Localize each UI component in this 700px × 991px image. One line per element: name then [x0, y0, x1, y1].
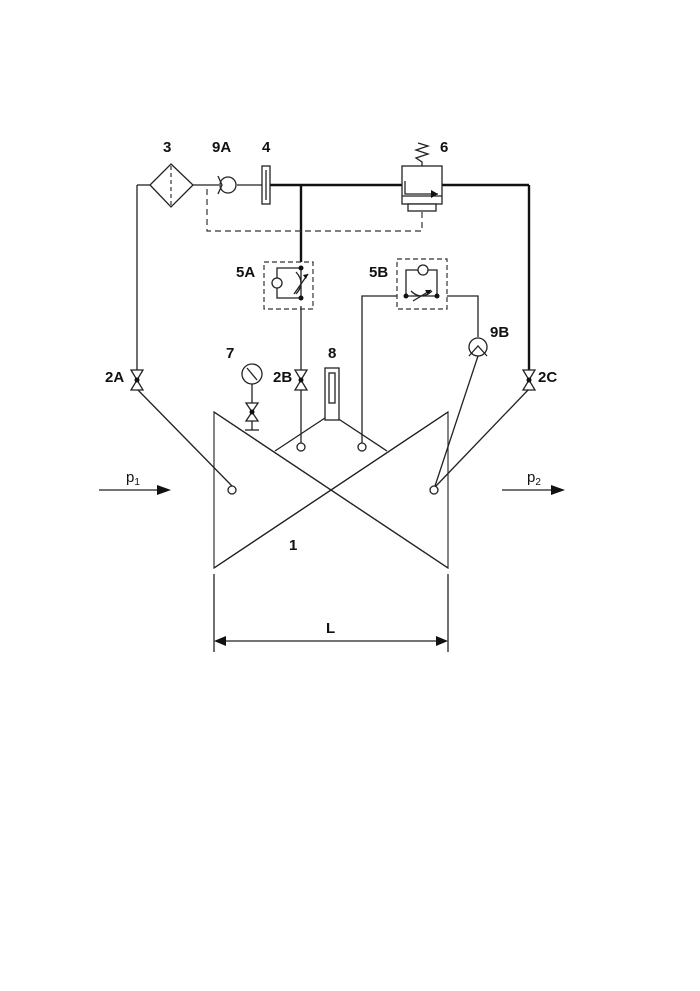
filter: [149, 163, 194, 208]
label-inlet-pressure: p1: [126, 469, 140, 488]
main-valve-body: [213, 410, 449, 570]
port-inlet-tap: [227, 485, 237, 495]
pressure-gauge: [241, 363, 263, 385]
length-dimension: [213, 574, 449, 652]
pressure-regulator: [401, 142, 443, 212]
check-valve-9a: [217, 175, 237, 195]
position-indicator: [324, 367, 340, 421]
label-valve-2c: 2C: [538, 369, 557, 386]
label-length: L: [326, 620, 335, 637]
label-gauge: 7: [226, 345, 234, 362]
gauge-valve: [244, 402, 260, 422]
pilot-piping: [136, 183, 531, 487]
outlet-flow-arrow: [502, 485, 565, 495]
label-main-valve: 1: [289, 537, 297, 554]
inlet-flow-arrow: [99, 485, 171, 495]
throttle-check-valve-5a: [263, 261, 314, 310]
label-check-valve-9a: 9A: [212, 139, 231, 156]
label-regulator: 6: [440, 139, 448, 156]
orifice: [261, 165, 271, 205]
label-outlet-pressure: p2: [527, 469, 541, 488]
label-filter: 3: [163, 139, 171, 156]
valve-2a: [129, 369, 145, 391]
throttle-check-valve-5b: [396, 258, 448, 310]
valve-2c: [521, 369, 537, 391]
label-valve-2a: 2A: [105, 369, 124, 386]
port-chamber-tap-right: [357, 442, 367, 452]
label-throttle-5a: 5A: [236, 264, 255, 281]
label-valve-2b: 2B: [273, 369, 292, 386]
check-valve-9b: [468, 337, 488, 357]
port-chamber-tap-left: [296, 442, 306, 452]
label-indicator: 8: [328, 345, 336, 362]
label-throttle-5b: 5B: [369, 264, 388, 281]
label-orifice: 4: [262, 139, 271, 156]
label-check-valve-9b: 9B: [490, 324, 509, 341]
port-outlet-tap: [429, 485, 439, 495]
valve-2b: [293, 369, 309, 391]
